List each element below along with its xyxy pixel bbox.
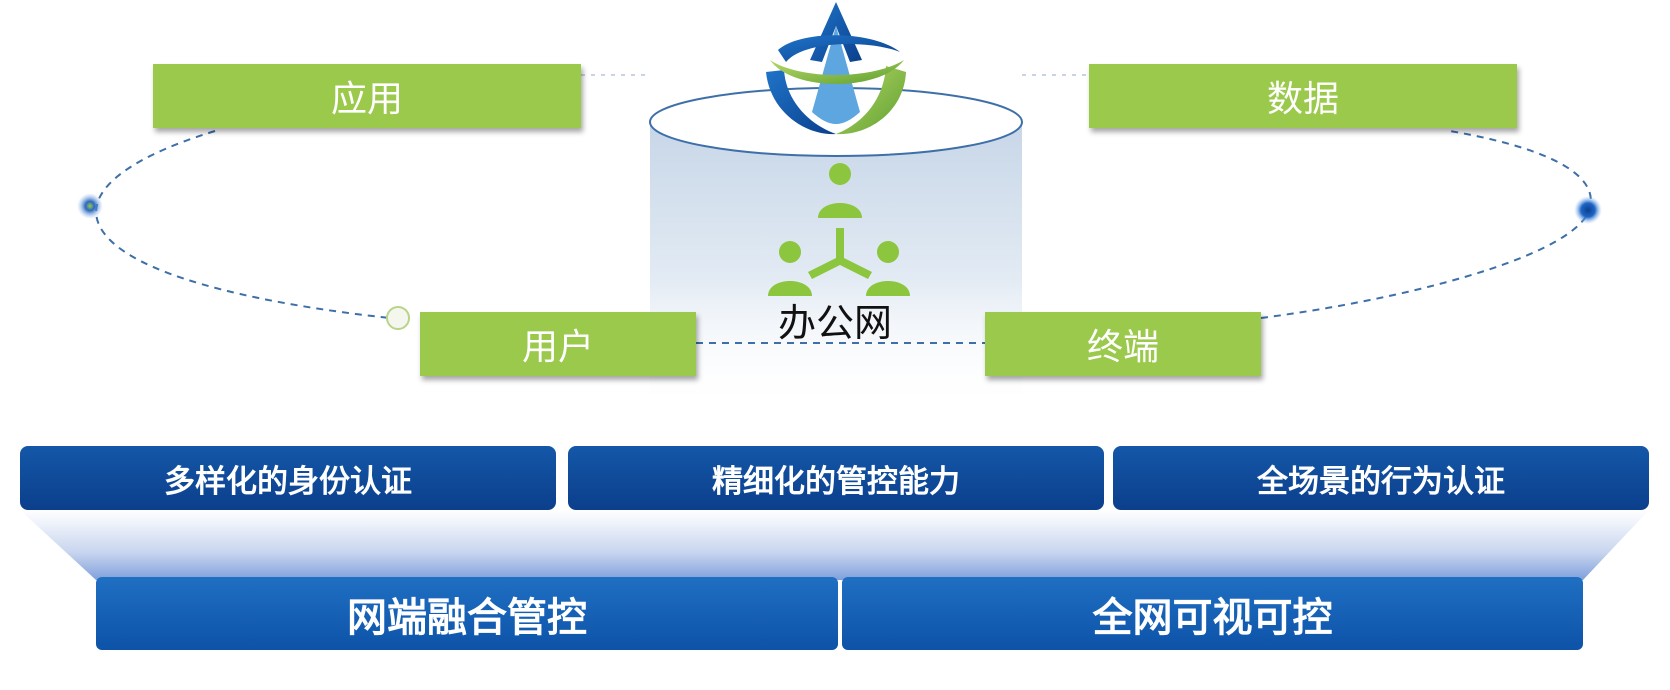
capability-fine-control: 精细化的管控能力	[568, 446, 1104, 510]
center-label: 办公网	[777, 301, 892, 345]
triangle-swoosh-logo	[766, 2, 906, 135]
orbit-marker-right	[1574, 196, 1602, 224]
foundation-connector	[20, 510, 1649, 580]
node-terminal: 终端	[985, 312, 1261, 376]
node-data: 数据	[1089, 64, 1517, 128]
people-network-icon	[768, 163, 910, 296]
node-user: 用户	[420, 312, 696, 376]
capability-behavior-auth: 全场景的行为认证	[1113, 446, 1649, 510]
foundation-visibility: 全网可视可控	[842, 577, 1583, 650]
capability-identity-auth: 多样化的身份认证	[20, 446, 556, 510]
orbit-marker-user	[386, 306, 410, 330]
orbit-marker-left	[77, 193, 103, 219]
node-app: 应用	[153, 64, 581, 128]
foundation-network-endpoint: 网端融合管控	[96, 577, 838, 650]
